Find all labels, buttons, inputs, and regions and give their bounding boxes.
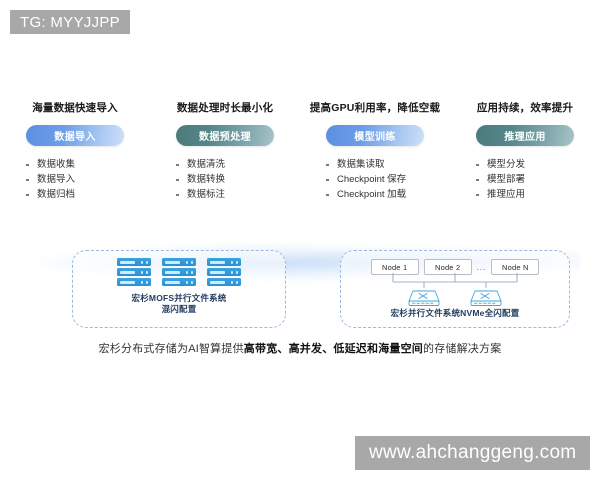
server-rack: [117, 258, 151, 286]
process-column-model-training: 提高GPU利用率，降低空载 模型训练 数据集读取 Checkpoint 保存 C…: [300, 100, 450, 218]
watermark-bottom: www.ahchanggeng.com: [355, 436, 591, 470]
list-item: 数据清洗: [175, 157, 275, 172]
bullet-list: 数据清洗 数据转换 数据标注: [175, 157, 275, 202]
storage-box-caption: 宏杉MOFS并行文件系统 混闪配置: [73, 293, 285, 315]
list-item: 模型部署: [475, 172, 575, 187]
bullet-list: 数据收集 数据导入 数据归档: [25, 157, 125, 202]
node-ellipsis: ...: [476, 262, 487, 272]
bullet-list: 模型分发 模型部署 推理应用: [475, 157, 575, 202]
network-switch-icon: [470, 290, 502, 306]
stage-pill-inference[interactable]: 推理应用: [476, 125, 574, 146]
stage-pill-data-preprocess[interactable]: 数据预处理: [176, 125, 274, 146]
diagram-stage: 海量数据快速导入 数据导入 数据收集 数据导入 数据归档 数据处理时长最小化 数…: [0, 100, 600, 380]
caption-line-2: 混闪配置: [161, 304, 197, 314]
process-column-inference: 应用持续，效率提升 推理应用 模型分发 模型部署 推理应用: [450, 100, 600, 218]
server-unit-icon: [207, 278, 241, 286]
node-group: Node 1 Node 2 ... Node N: [341, 259, 569, 275]
list-item: Checkpoint 保存: [325, 172, 425, 187]
list-item: 数据导入: [25, 172, 125, 187]
storage-box-mofs-hybrid: 宏杉MOFS并行文件系统 混闪配置: [72, 250, 286, 328]
caption-line-1: 宏杉并行文件系统NVMe全闪配置: [390, 308, 520, 318]
caption-line-1: 宏杉MOFS并行文件系统: [131, 293, 227, 303]
summary-highlight: 高带宽、高并发、低延迟和海量空间: [243, 343, 423, 355]
column-heading: 应用持续，效率提升: [476, 102, 574, 114]
list-item: 数据标注: [175, 187, 275, 202]
list-item: 数据归档: [25, 187, 125, 202]
server-unit-icon: [162, 278, 196, 286]
server-unit-icon: [117, 268, 151, 276]
server-unit-icon: [162, 268, 196, 276]
column-heading: 数据处理时长最小化: [176, 102, 274, 114]
column-heading: 海量数据快速导入: [32, 102, 118, 114]
process-column-data-preprocess: 数据处理时长最小化 数据预处理 数据清洗 数据转换 数据标注: [150, 100, 300, 218]
node-box: Node 1: [370, 259, 419, 275]
node-box: Node N: [491, 259, 540, 275]
list-item: 数据转换: [175, 172, 275, 187]
list-item: Checkpoint 加载: [325, 187, 425, 202]
stage-pill-label: 数据导入: [54, 132, 96, 143]
stage-pill-label: 模型训练: [354, 132, 396, 143]
server-unit-icon: [117, 258, 151, 266]
node-box: Node 2: [423, 259, 472, 275]
stage-pill-model-training[interactable]: 模型训练: [326, 125, 424, 146]
list-item: 推理应用: [475, 187, 575, 202]
stage-pill-label: 数据预处理: [199, 132, 251, 143]
list-item: 数据集读取: [325, 157, 425, 172]
column-heading: 提高GPU利用率，降低空载: [309, 102, 441, 114]
summary-statement: 宏杉分布式存储为AI智算提供高带宽、高并发、低延迟和海量空间的存储解决方案: [0, 340, 600, 356]
server-unit-icon: [117, 278, 151, 286]
storage-box-nvme-allflash: Node 1 Node 2 ... Node N: [340, 250, 570, 328]
stage-pill-label: 推理应用: [504, 132, 546, 143]
stage-pill-data-import[interactable]: 数据导入: [26, 125, 124, 146]
summary-part-1: 宏杉分布式存储为AI智算提供: [98, 343, 244, 355]
server-rack: [207, 258, 241, 286]
watermark-top: TG: MYYJJPP: [10, 10, 130, 34]
server-unit-icon: [207, 258, 241, 266]
watermark-bottom-text: www.ahchanggeng.com: [369, 442, 577, 463]
list-item: 模型分发: [475, 157, 575, 172]
process-column-data-import: 海量数据快速导入 数据导入 数据收集 数据导入 数据归档: [0, 100, 150, 218]
server-rack-group: [73, 258, 285, 286]
watermark-top-text: TG: MYYJJPP: [20, 13, 120, 31]
server-rack: [162, 258, 196, 286]
network-switch-icon: [408, 290, 440, 306]
process-columns: 海量数据快速导入 数据导入 数据收集 数据导入 数据归档 数据处理时长最小化 数…: [0, 100, 600, 218]
bullet-list: 数据集读取 Checkpoint 保存 Checkpoint 加载: [325, 157, 425, 202]
list-item: 数据收集: [25, 157, 125, 172]
summary-part-2: 的存储解决方案: [423, 343, 502, 355]
storage-box-caption: 宏杉并行文件系统NVMe全闪配置: [341, 308, 569, 319]
server-unit-icon: [207, 268, 241, 276]
server-unit-icon: [162, 258, 196, 266]
